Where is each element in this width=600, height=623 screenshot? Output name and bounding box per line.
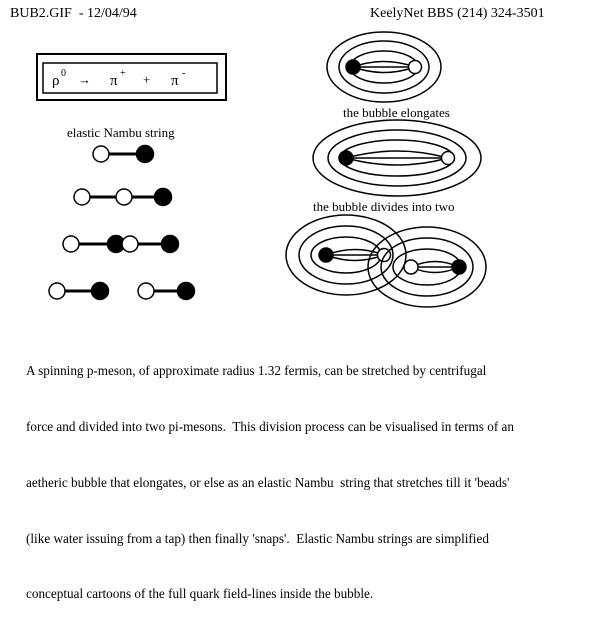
bubble-divides-label: the bubble divides into two	[313, 199, 455, 214]
caption-line: A spinning p-meson, of approximate radiu…	[26, 363, 487, 379]
plus-operator: +	[143, 72, 150, 87]
string-stage-4	[48, 281, 196, 301]
meson-diagram: ρ 0 → π + + π -	[36, 31, 487, 308]
caption-line: aetheric bubble that elongates, or else …	[26, 474, 510, 490]
bubble-stage-3-left	[285, 214, 407, 296]
rho-superscript: 0	[61, 68, 66, 79]
nambu-string-label: elastic Nambu string	[67, 125, 175, 140]
pi-plus-symbol: π	[110, 73, 118, 89]
bubble-stage-3-right	[367, 226, 487, 308]
equation-inner-frame	[42, 62, 218, 94]
caption-line: force and divided into two pi-mesons. Th…	[26, 418, 514, 434]
string-stage-1	[92, 144, 155, 164]
bubble-stage-1	[326, 31, 442, 103]
caption-text: A spinning p-meson, of approximate radiu…	[26, 325, 591, 623]
image-filename-date: BUB2.GIF - 12/04/94	[10, 6, 137, 21]
string-stage-2	[73, 187, 173, 207]
caption-line: conceptual cartoons of the full quark fi…	[26, 586, 374, 602]
pi-plus-superscript: +	[120, 68, 126, 79]
bubble-elongates-label: the bubble elongates	[343, 105, 450, 120]
bbs-contact-header: KeelyNet BBS (214) 324-3501	[370, 6, 545, 21]
pi-minus-superscript: -	[182, 68, 185, 79]
pi-minus-symbol: π	[171, 73, 179, 89]
decay-arrow: →	[78, 72, 91, 87]
caption-line: (like water issuing from a tap) then fin…	[26, 530, 489, 546]
rho-symbol: ρ	[52, 73, 60, 89]
decay-equation-box: ρ 0 → π + + π -	[36, 53, 227, 101]
string-stage-3	[62, 234, 180, 254]
nambu-string-sequence	[48, 144, 196, 301]
bubble-stage-2	[312, 119, 482, 197]
